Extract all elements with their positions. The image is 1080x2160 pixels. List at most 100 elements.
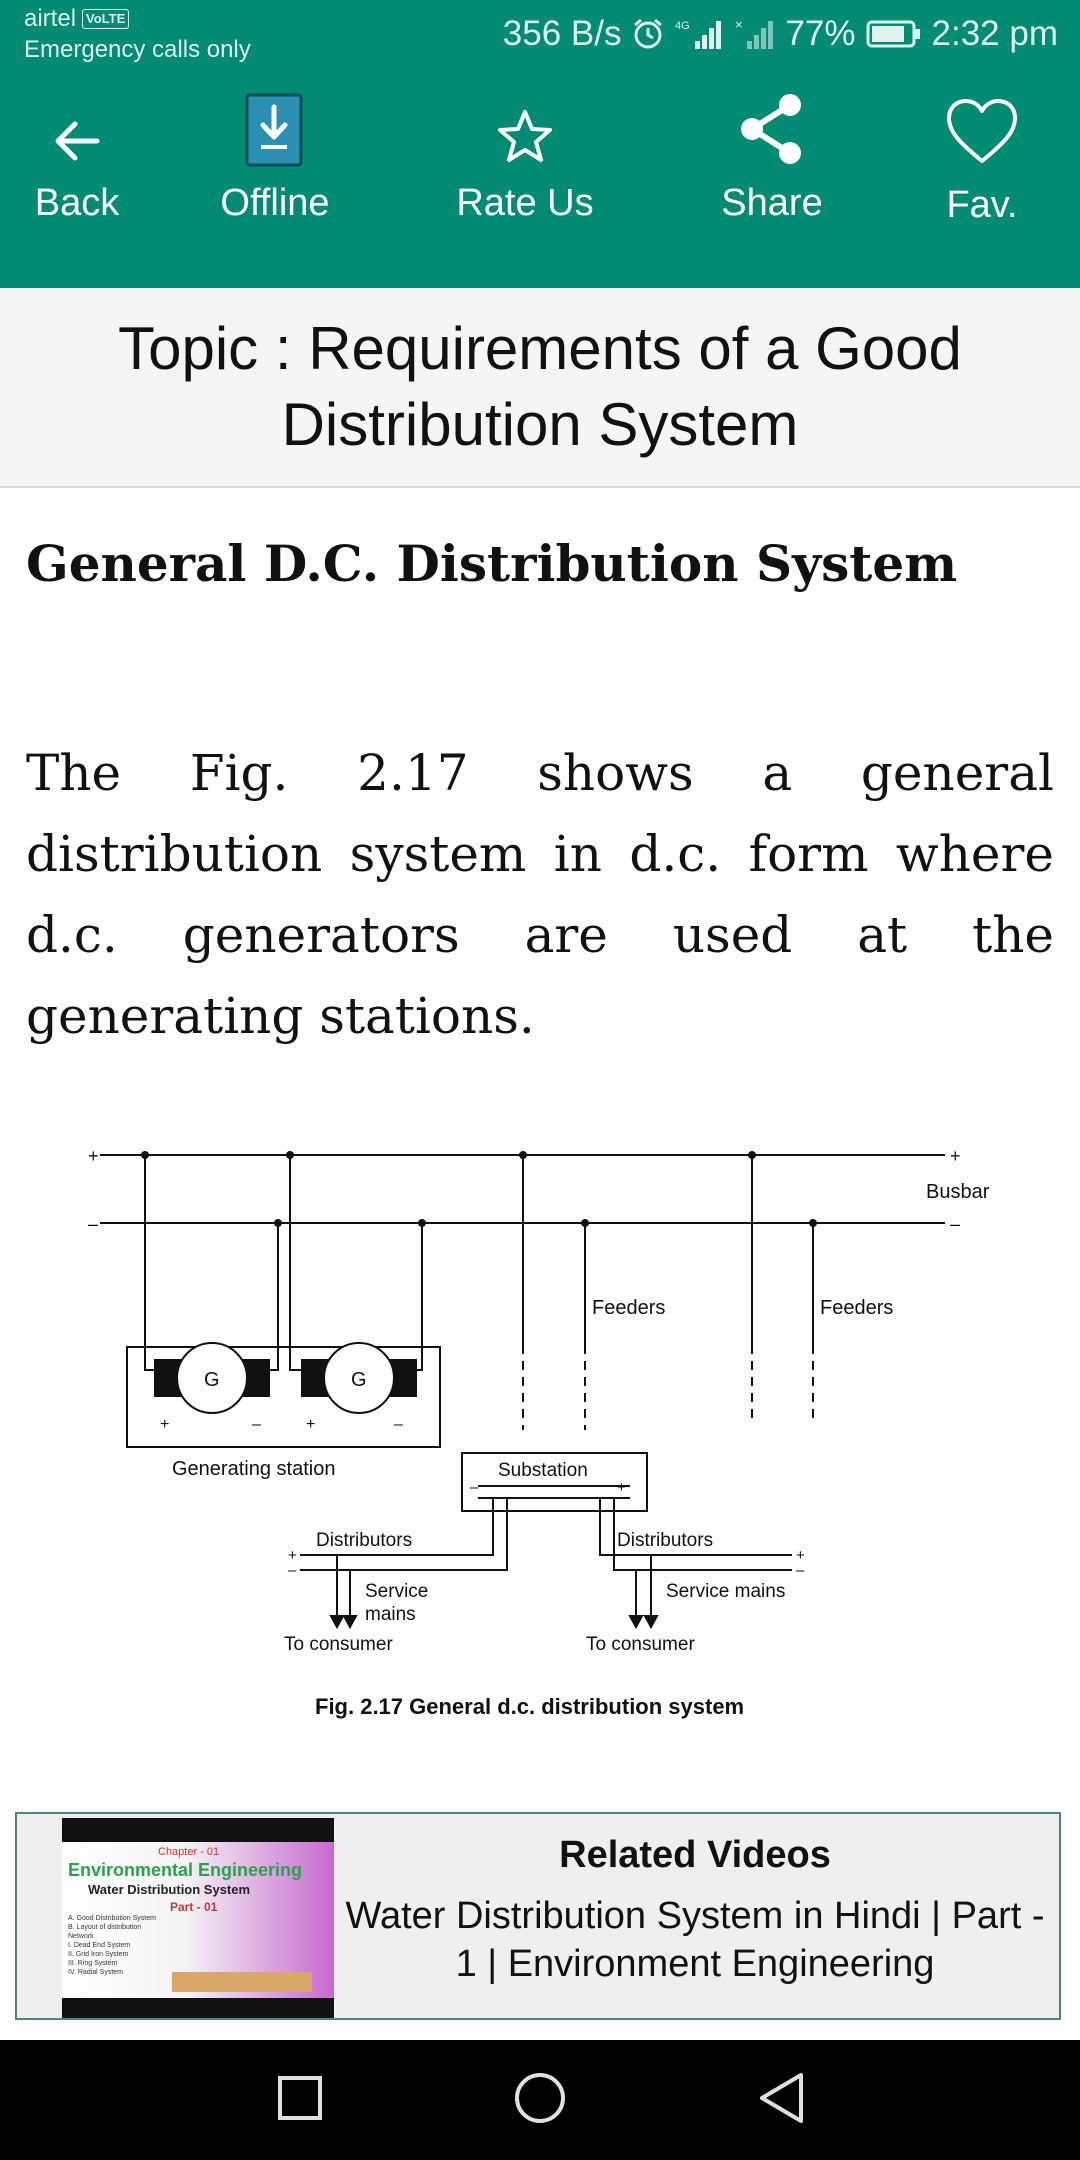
circle-icon — [512, 2070, 568, 2131]
share-button[interactable]: Share — [700, 72, 844, 288]
left-distributor-bottom — [300, 1498, 508, 1571]
generator-2-label: G — [351, 1369, 367, 1391]
generator-2 — [323, 1342, 395, 1414]
back-button[interactable]: Back — [20, 72, 134, 288]
rate-us-button[interactable]: Rate Us — [440, 72, 610, 288]
thumbnail-part: Part - 01 — [170, 1900, 218, 1914]
related-video-description[interactable]: Water Distribution System in Hindi | Par… — [345, 1895, 1045, 1985]
thumbnail-list-item: IV. Radial System — [68, 1969, 123, 1976]
battery-icon — [866, 19, 922, 49]
signal-icon: 4G — [675, 17, 725, 51]
left-consumer-arrows — [329, 1615, 358, 1630]
toolbar: Back Offline Rate Us Share Fav. — [0, 72, 1080, 288]
bus-plus-left: + — [88, 1146, 99, 1166]
right-service-label: Service mains — [666, 1581, 785, 1602]
navigation-bar — [0, 2040, 1080, 2160]
right-consumer-arrows — [628, 1615, 659, 1630]
star-icon — [495, 107, 555, 172]
share-icon — [734, 91, 810, 172]
gen2-minus: – — [394, 1416, 403, 1433]
right-distributor-top — [599, 1498, 792, 1556]
dc-distribution-diagram: + – + – Busbar G G + – + – Generating st… — [88, 1146, 990, 1719]
svg-text:×: × — [735, 17, 743, 32]
thumbnail-subtitle: Water Distribution System — [88, 1882, 251, 1897]
share-label: Share — [721, 182, 823, 224]
back-label: Back — [34, 182, 120, 224]
home-button[interactable] — [510, 2070, 570, 2130]
left-dist-minus: – — [288, 1562, 297, 1579]
related-videos-title: Related Videos — [559, 1834, 831, 1876]
status-right: 356 B/s 4G × 77% 2:32 pm — [503, 14, 1058, 54]
volte-badge: VoLTE — [82, 9, 130, 29]
square-icon — [276, 2074, 324, 2127]
status-bar: airtel VoLTE Emergency calls only 356 B/… — [0, 0, 1080, 72]
left-dist-plus: + — [288, 1547, 297, 1564]
junction-dots — [141, 1151, 817, 1227]
related-videos-banner[interactable]: Chapter - 01 Environmental Engineering W… — [15, 1812, 1061, 2020]
battery-percent: 77% — [785, 14, 856, 53]
gen1-positive-lead — [144, 1155, 175, 1371]
triangle-back-icon — [756, 2070, 808, 2131]
right-distributor-bottom — [613, 1498, 792, 1571]
thumbnail-list-item: A. Good Distribution System — [68, 1915, 156, 1922]
article-paragraph: The Fig. 2.17 shows a general distributi… — [26, 744, 1054, 1045]
thumbnail-tank-graphic — [172, 1972, 312, 1992]
busbar-label: Busbar — [926, 1181, 990, 1203]
thumbnail-list-item: III. Ring System — [68, 1960, 118, 1967]
bus-minus-right: – — [950, 1214, 960, 1234]
thumbnail-list: A. Good Distribution System B. Layout of… — [68, 1914, 156, 1977]
emergency-text: Emergency calls only — [24, 36, 251, 63]
right-distributors-label: Distributors — [617, 1530, 713, 1551]
favorite-label: Fav. — [946, 184, 1018, 226]
sub-minus: – — [470, 1479, 479, 1496]
arrow-left-icon — [51, 115, 103, 172]
favorite-button[interactable]: Fav. — [930, 72, 1034, 288]
left-distributor-top — [300, 1498, 494, 1556]
bus-plus-right: + — [950, 1146, 961, 1166]
substation-label: Substation — [498, 1460, 588, 1481]
thumbnail-list-item: II. Grid Iron System — [68, 1951, 129, 1958]
thumbnail-art: Chapter - 01 Environmental Engineering W… — [62, 1842, 334, 1998]
thumbnail-list-item: I. Dead End System — [68, 1942, 131, 1949]
left-service-label-2: mains — [365, 1604, 416, 1625]
status-left: airtel VoLTE Emergency calls only — [24, 4, 251, 66]
carrier-name: airtel — [24, 5, 77, 32]
topic-header: Topic : Requirements of a Good Distribut… — [0, 288, 1080, 488]
generator-1 — [176, 1342, 248, 1414]
right-dist-minus: – — [796, 1562, 805, 1579]
heart-icon — [944, 97, 1020, 172]
sub-plus: + — [617, 1479, 626, 1496]
generating-station-box — [126, 1346, 441, 1448]
gen2-positive-lead — [289, 1155, 320, 1371]
gen2-plus: + — [306, 1416, 315, 1433]
back-nav-button[interactable] — [752, 2070, 812, 2130]
right-dist-plus: + — [796, 1547, 805, 1564]
network-speed: 356 B/s — [502, 14, 622, 53]
topic-title: Topic : Requirements of a Good Distribut… — [118, 315, 962, 458]
feeders-left-label: Feeders — [592, 1297, 665, 1319]
feeders-right-label: Feeders — [820, 1297, 893, 1319]
recents-button[interactable] — [270, 2070, 330, 2130]
gen1-plus: + — [160, 1416, 169, 1433]
signal-no-service-icon: × — [735, 17, 775, 51]
svg-text:4G: 4G — [675, 20, 690, 32]
thumbnail-list-item: Network — [68, 1933, 94, 1940]
article-content: General D.C. Distribution System The Fig… — [26, 486, 1054, 1057]
section-heading: General D.C. Distribution System — [26, 534, 958, 593]
carrier-row: airtel VoLTE — [24, 4, 251, 34]
left-service-label-1: Service — [365, 1581, 428, 1602]
left-distributors-label: Distributors — [316, 1530, 412, 1551]
offline-label: Offline — [220, 182, 330, 224]
right-consumer-label: To consumer — [586, 1634, 695, 1655]
figure-caption: Fig. 2.17 General d.c. distribution syst… — [315, 1694, 744, 1719]
video-thumbnail[interactable]: Chapter - 01 Environmental Engineering W… — [62, 1818, 334, 2018]
download-icon — [243, 93, 307, 172]
clock: 2:32 pm — [931, 14, 1058, 53]
thumbnail-list-item: B. Layout of distribution — [68, 1924, 142, 1931]
thumbnail-title: Environmental Engineering — [68, 1860, 303, 1880]
rate-us-label: Rate Us — [456, 182, 594, 224]
offline-button[interactable]: Offline — [200, 72, 350, 288]
generating-station-label: Generating station — [172, 1458, 335, 1480]
left-consumer-label: To consumer — [284, 1634, 393, 1655]
bus-minus-left: – — [88, 1214, 98, 1234]
